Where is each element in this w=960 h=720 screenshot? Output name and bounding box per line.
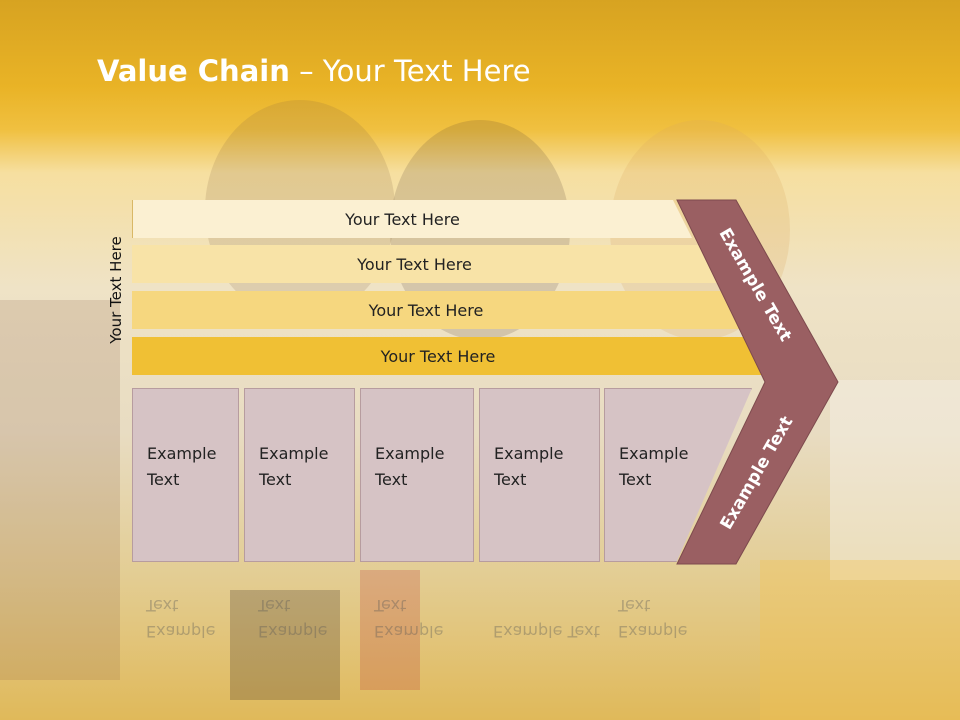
bar-3[interactable]: Your Text Here (132, 291, 740, 329)
page-title: Value Chain – Your Text Here (97, 54, 531, 88)
reflection-5: Example Text (604, 566, 724, 696)
reflection-2: Example Text (244, 566, 355, 696)
bar-1[interactable]: Your Text Here (132, 200, 692, 238)
reflection-1-text: Example Text (146, 596, 216, 641)
bar-2[interactable]: Your Text Here (132, 245, 717, 283)
value-box-3-line2: Text (375, 470, 408, 489)
bar-1-label: Your Text Here (345, 209, 460, 229)
value-box-4-line2: Text (494, 470, 527, 489)
value-box-1-line2: Text (147, 470, 180, 489)
value-box-2-line2: Text (259, 470, 292, 489)
reflection-4-text: Example Text (493, 622, 600, 641)
value-box-2-line1: Example (259, 444, 329, 463)
reflection-3: Example Text (360, 566, 474, 696)
bar-4-label: Your Text Here (380, 346, 496, 366)
value-box-3-line1: Example (375, 444, 445, 463)
bar-3-label: Your Text Here (368, 300, 484, 320)
reflection-2-text: Example Text (258, 596, 328, 641)
reflection-5-text: Example Text (618, 596, 688, 641)
title-rest: – Your Text Here (289, 54, 531, 88)
reflection-3-text: Example Text (374, 596, 444, 641)
title-bold: Value Chain (97, 54, 290, 88)
reflection-4: Example Text (479, 566, 600, 696)
reflection-1: Example Text (132, 566, 239, 696)
value-box-5-line2: Text (619, 470, 652, 489)
value-box-4-line1: Example (494, 444, 564, 463)
value-box-5-line1: Example (619, 444, 689, 463)
value-box-1-line1: Example (147, 444, 217, 463)
bar-4[interactable]: Your Text Here (132, 337, 764, 375)
bar-2-label: Your Text Here (357, 254, 472, 274)
